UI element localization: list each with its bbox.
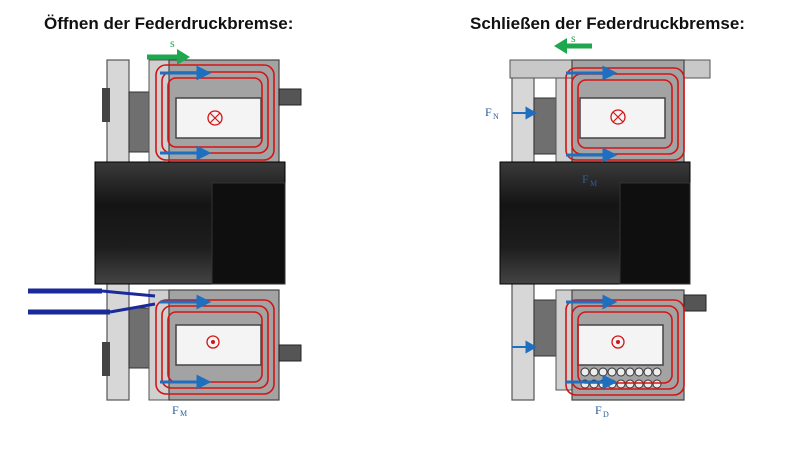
hub-sleeve <box>619 182 691 285</box>
hub-sleeve <box>211 182 286 285</box>
force-label-main: F <box>172 403 179 417</box>
magnetic-flux-top <box>565 67 685 161</box>
flange-bolt-bottom <box>102 342 110 376</box>
brake-pad-bottom <box>128 307 150 369</box>
title-open-brake: Öffnen der Federdruckbremse: <box>44 14 294 33</box>
armature-plate-bottom <box>555 289 573 391</box>
magnetic-force-arrows <box>160 65 212 390</box>
brake-pad-top <box>533 97 557 155</box>
diagram-close: s F N F M F D <box>485 31 711 419</box>
fd-label-main: F <box>595 403 602 417</box>
cross-circle-icon <box>610 109 626 125</box>
coil-bottom <box>577 324 664 366</box>
fn-label-sub: N <box>493 112 499 121</box>
fn-label-main: F <box>485 105 492 119</box>
dot-circle-icon <box>611 335 625 349</box>
coil-top <box>175 97 262 139</box>
travel-arrow <box>147 49 190 65</box>
diagram-open: s F M <box>28 36 302 418</box>
travel-arrow <box>554 38 592 54</box>
fd-label-sub: D <box>603 410 609 419</box>
coil-top <box>579 97 666 139</box>
magnetic-flux-bottom <box>565 299 685 396</box>
armature-plate-top <box>148 59 170 173</box>
travel-label: s <box>571 31 576 45</box>
flange-bolt-top <box>102 88 110 122</box>
magnetic-flux-bottom <box>155 299 275 395</box>
cable-upper-lead <box>101 289 156 298</box>
force-label-sub: M <box>180 409 187 418</box>
brake-pad-top <box>128 91 150 153</box>
mounting-screw-bottom <box>683 294 707 312</box>
cable-lower-lead <box>109 302 156 314</box>
magnetic-flux-top <box>155 64 275 161</box>
force-arrows <box>512 65 618 390</box>
title-close-brake: Schließen der Federdruckbremse: <box>470 14 745 33</box>
fm-label-main: F <box>582 172 589 186</box>
fm-label-sub: M <box>590 179 597 188</box>
dot-circle-icon <box>206 335 220 349</box>
mounting-screw-bottom <box>278 344 302 362</box>
travel-label: s <box>170 36 175 50</box>
mounting-screw-top <box>278 88 302 106</box>
cross-circle-icon <box>207 110 223 126</box>
brake-pad-bottom <box>533 299 557 357</box>
